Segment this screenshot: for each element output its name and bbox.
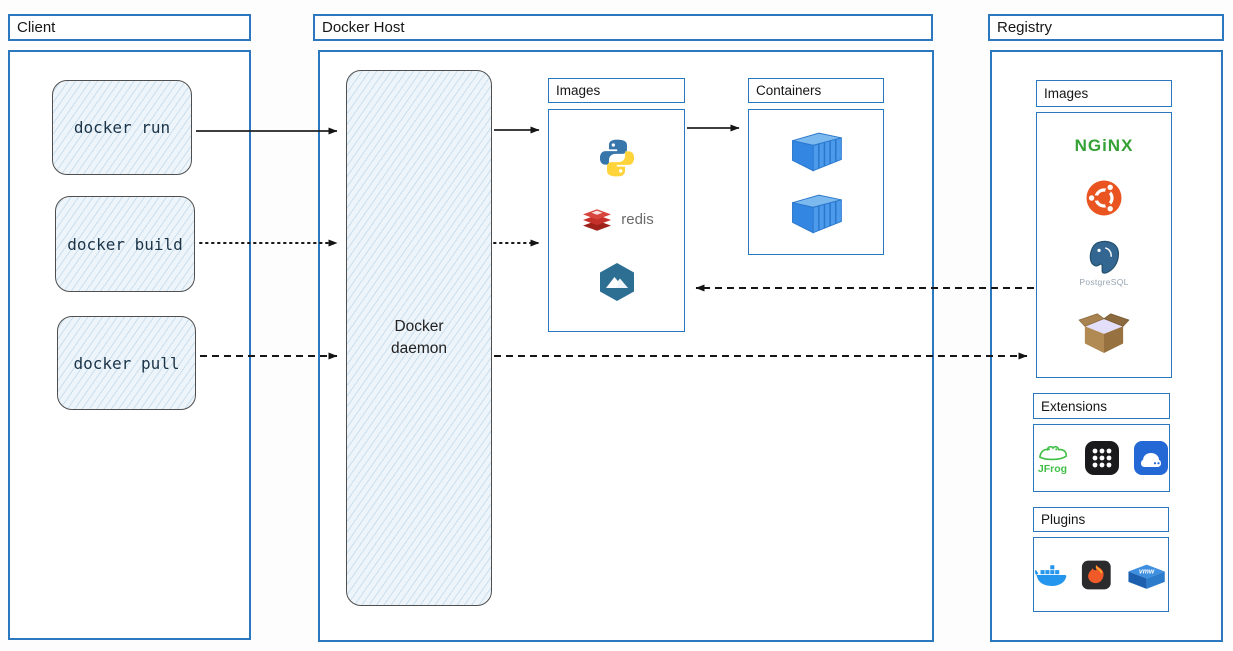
redis-logo: redis [579,206,654,234]
extensions-panel: JFrog [1033,424,1170,492]
container-icon [792,132,842,172]
docker-daemon[interactable]: Docker daemon [346,70,492,606]
jfrog-label: JFrog [1037,462,1068,475]
registry-images-panel: NGiNX PostgreSQL [1036,112,1172,378]
docker-pull-command[interactable]: docker pull [57,316,196,410]
python-icon [599,139,634,177]
jfrog-icon [1038,445,1067,460]
host-images-title-label: Images [556,83,601,98]
postgresql-label: PostgreSQL [1079,277,1129,287]
registry-images-title-label: Images [1044,86,1089,101]
docker-pull-label: docker pull [73,353,180,373]
plugins-panel: vmw [1033,537,1169,612]
registry-images-panel-title: Images [1036,80,1172,107]
host-images-panel: redis [548,109,685,332]
jfrog-logo: JFrog [1035,442,1071,475]
container-icon [792,194,842,234]
client-section-title: Client [8,14,251,41]
ubuntu-icon [1086,180,1122,216]
nginx-logo: NGiNX [1074,136,1134,155]
docker-build-label: docker build [67,234,183,254]
plugins-panel-title: Plugins [1033,507,1169,532]
vmware-icon: vmw [1128,564,1165,589]
extensions-panel-title: Extensions [1033,393,1170,419]
busybox-icon [1078,313,1130,354]
client-title-label: Client [17,19,56,36]
docker-run-command[interactable]: docker run [52,80,192,175]
marketplace-grid-icon [1084,441,1119,475]
docker-whale-icon [1034,564,1067,586]
alpine-icon [599,263,634,302]
grafana-icon [1082,560,1111,589]
containers-panel [748,109,884,255]
drive-extension-icon [1133,441,1168,475]
docker-run-label: docker run [73,118,171,137]
vmware-label: vmw [1139,568,1155,575]
docker-build-command[interactable]: docker build [55,196,195,292]
plugins-title-label: Plugins [1041,512,1086,527]
containers-panel-title: Containers [748,78,884,103]
postgresql-icon [1089,240,1120,274]
docker-host-title-label: Docker Host [322,19,405,36]
registry-title-label: Registry [997,19,1053,36]
redis-icon [583,208,612,231]
registry-section-title: Registry [988,14,1224,41]
docker-daemon-label: Docker daemon [390,317,447,357]
host-images-panel-title: Images [548,78,685,103]
redis-label: redis [621,211,654,228]
docker-host-section-title: Docker Host [313,14,933,41]
containers-title-label: Containers [756,83,822,98]
postgresql-logo: PostgreSQL [1079,240,1128,287]
extensions-title-label: Extensions [1041,398,1108,414]
